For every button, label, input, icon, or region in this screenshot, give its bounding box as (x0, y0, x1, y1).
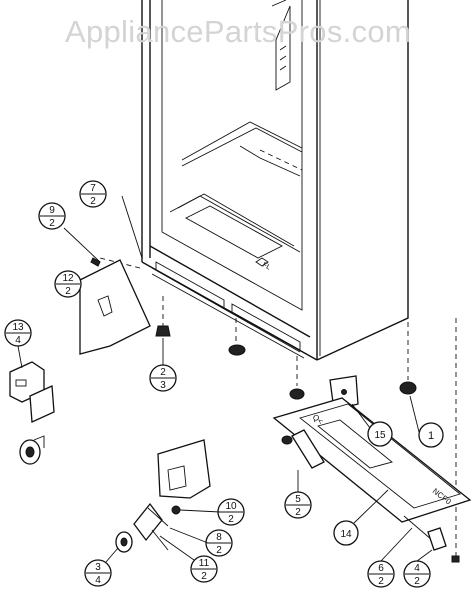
callout-4: 4 2 (403, 560, 431, 588)
callout-10: 10 2 (217, 498, 245, 526)
label-1: 1 (428, 430, 434, 442)
part-13-roller-bracket (9, 361, 55, 465)
callout-13: 13 4 (4, 319, 32, 347)
callouts: 7 2 9 2 12 2 13 4 (4, 180, 444, 588)
callout-8-bottom: 2 (216, 545, 222, 556)
callout-7: 7 2 (79, 180, 107, 208)
label-15: 15 (374, 430, 386, 441)
callout-1: 1 (409, 395, 444, 448)
callout-6: 6 2 (367, 560, 395, 588)
callout-5: 5 2 (284, 491, 312, 519)
callout-15: 15 (351, 403, 393, 447)
callout-11-bottom: 2 (201, 571, 207, 582)
leveling-legs (90, 257, 460, 563)
callout-4-top: 4 (414, 563, 420, 574)
refrigerator-cabinet: FL (141, 0, 409, 361)
callout-9-top: 9 (49, 205, 55, 216)
callout-10-bottom: 2 (228, 514, 234, 525)
callout-7-bottom: 2 (90, 196, 96, 207)
callout-14: 14 (333, 489, 389, 546)
callout-8-top: 8 (216, 532, 222, 543)
callout-3-bottom: 4 (95, 575, 101, 586)
svg-text:FL: FL (261, 262, 272, 272)
callout-12-top: 12 (62, 273, 74, 284)
label-14: 14 (340, 529, 352, 540)
part-6-hinge-pin (403, 515, 447, 551)
callout-2-top: 2 (160, 367, 166, 378)
callout-6-bottom: 2 (378, 576, 384, 587)
callout-13-top: 13 (12, 322, 24, 333)
callout-9: 9 2 (38, 202, 66, 230)
roller-assembly (115, 439, 211, 553)
callout-9-bottom: 2 (49, 218, 55, 229)
callout-11-top: 11 (199, 558, 210, 569)
callout-3-top: 3 (95, 562, 101, 573)
callout-6-top: 6 (378, 563, 384, 574)
callout-3: 3 4 (84, 559, 112, 587)
callout-11: 11 2 (190, 555, 218, 583)
part-14-grille: NCF0 Q< (272, 397, 472, 523)
callout-5-bottom: 2 (295, 507, 301, 518)
callout-5-top: 5 (295, 494, 301, 505)
callout-2: 2 3 (149, 364, 177, 392)
callout-2-bottom: 3 (160, 380, 166, 391)
callout-10-top: 10 (225, 501, 237, 512)
callout-13-bottom: 4 (15, 335, 21, 346)
callout-12: 12 2 (54, 270, 82, 298)
callout-8: 8 2 (205, 529, 233, 557)
part-12-panel (79, 259, 151, 355)
part-5-spacer (281, 429, 325, 469)
callout-7-top: 7 (90, 183, 96, 194)
callout-4-bottom: 2 (414, 576, 420, 587)
callout-12-bottom: 2 (65, 286, 71, 297)
